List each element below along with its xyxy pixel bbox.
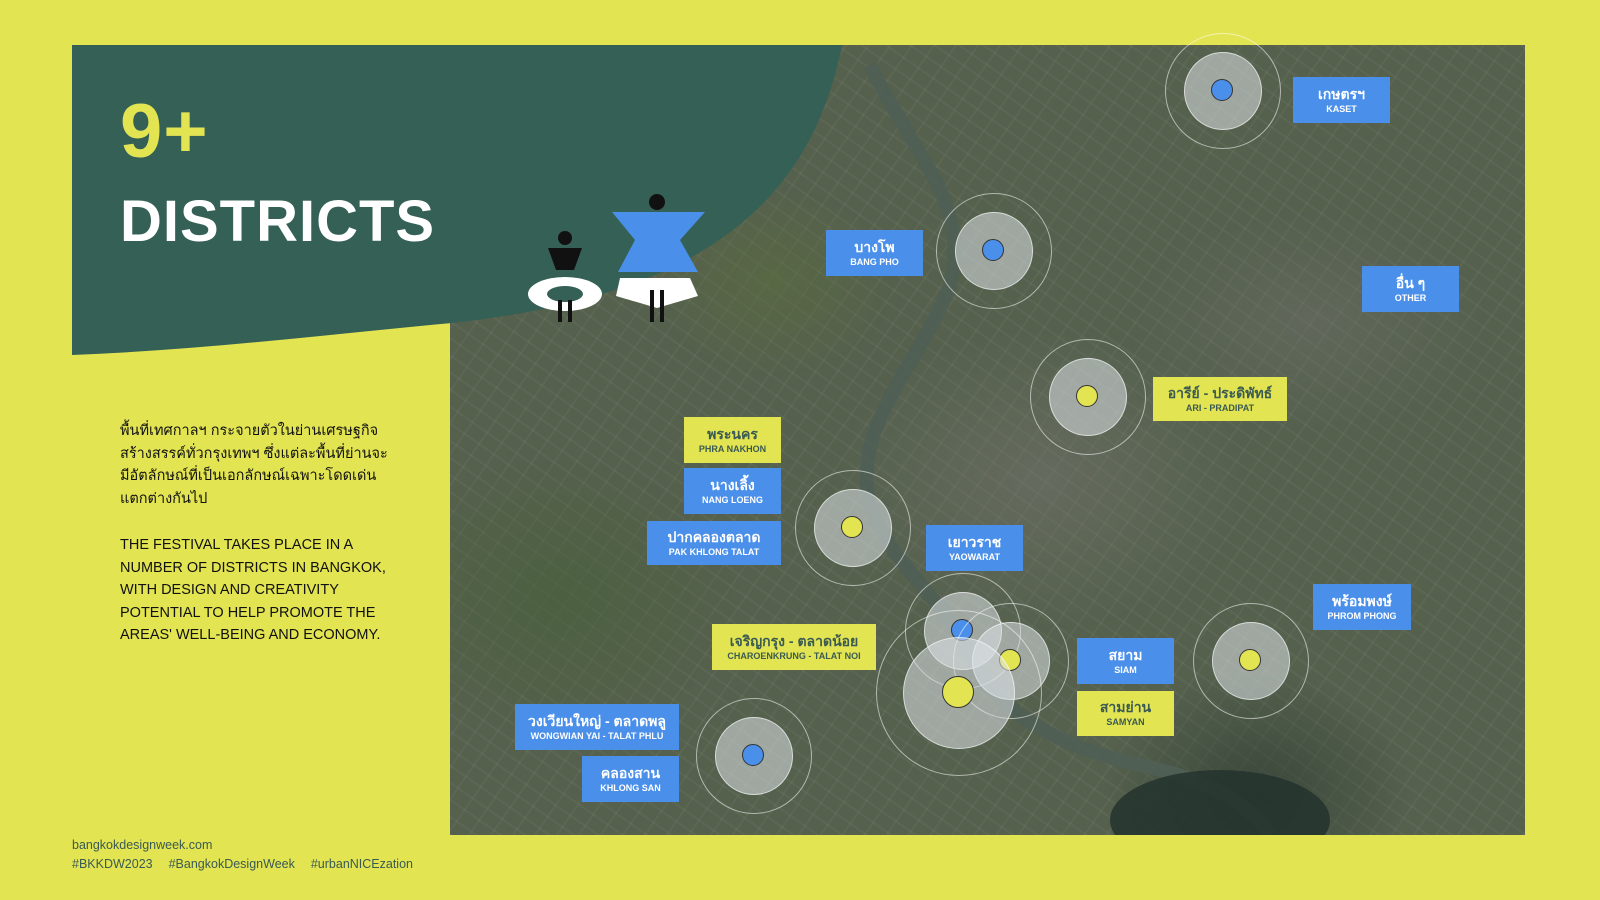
district-label-wongwian-yai[interactable]: วงเวียนใหญ่ - ตลาดพลูWONGWIAN YAI - TALA…: [515, 704, 679, 750]
heading-panel: [72, 45, 842, 355]
district-count: 9+: [120, 89, 209, 174]
district-label-phrom-phong[interactable]: พร้อมพงษ์PHROM PHONG: [1313, 584, 1411, 630]
district-label-ari-pradipat[interactable]: อารีย์ - ประดิพัทธ์ARI - PRADIPAT: [1153, 377, 1287, 421]
page-title: DISTRICTS: [120, 189, 436, 254]
hashtag[interactable]: #urbanNICEzation: [310, 857, 413, 871]
thai-description: พื้นที่เทศกาลฯ กระจายตัวในย่านเศรษฐกิจสร…: [120, 423, 388, 507]
people-illustration-icon: [528, 194, 705, 322]
hashtags: #BKKDW2023 #BangkokDesignWeek #urbanNICE…: [72, 857, 413, 871]
hashtag[interactable]: #BKKDW2023: [72, 857, 153, 871]
hashtag[interactable]: #BangkokDesignWeek: [168, 857, 295, 871]
website-link[interactable]: bangkokdesignweek.com: [72, 838, 213, 852]
english-description: The festival takes place in a number of …: [120, 537, 386, 643]
